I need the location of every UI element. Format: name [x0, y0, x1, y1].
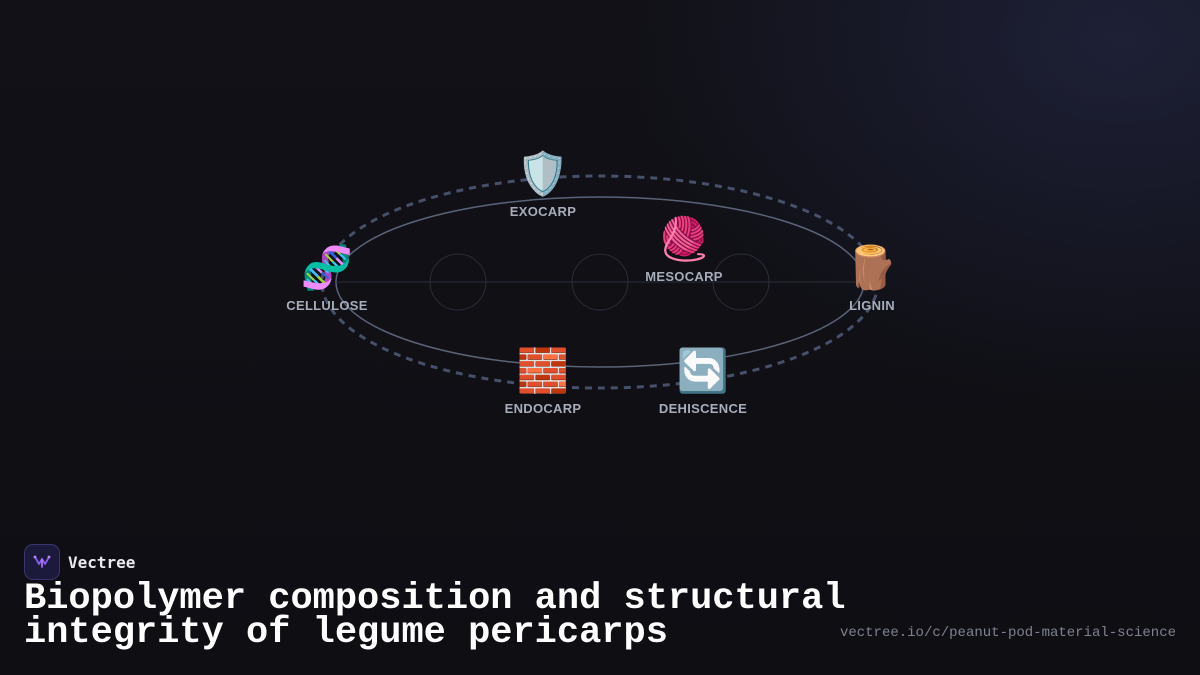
- page-title: Biopolymer composition and structural in…: [24, 578, 846, 654]
- node-label: LIGNIN: [849, 298, 895, 313]
- outer-dashed-ring: [320, 174, 880, 390]
- node-endocarp: 🧱 ENDOCARP: [473, 346, 613, 417]
- node-label: EXOCARP: [509, 204, 577, 219]
- node-lignin: 🪵 LIGNIN: [802, 243, 942, 314]
- shield-icon: 🛡️: [516, 149, 570, 198]
- node-label: CELLULOSE: [286, 298, 368, 313]
- vectree-logo-icon: [24, 544, 60, 580]
- node-dehiscence: 🔄 DEHISCENCE: [633, 346, 773, 417]
- axis-circle-center: [571, 253, 629, 311]
- brand: Vectree: [24, 544, 135, 580]
- yarn-ball-icon: 🧶: [657, 214, 711, 263]
- node-exocarp: 🛡️ EXOCARP: [473, 149, 613, 220]
- cycle-arrows-icon: 🔄: [676, 346, 730, 395]
- node-mesocarp: 🧶 MESOCARP: [614, 214, 754, 285]
- wood-log-icon: 🪵: [845, 243, 899, 292]
- brick-icon: 🧱: [516, 346, 570, 395]
- node-cellulose: 🧬 CELLULOSE: [257, 243, 397, 314]
- dna-icon: 🧬: [300, 243, 354, 292]
- node-label: DEHISCENCE: [658, 401, 748, 416]
- axis-circle-right: [712, 253, 770, 311]
- brand-name: Vectree: [68, 552, 136, 572]
- source-url[interactable]: vectree.io/c/peanut-pod-material-science: [839, 625, 1176, 641]
- node-label: ENDOCARP: [504, 401, 582, 416]
- axis-circle-left: [429, 253, 487, 311]
- node-label: MESOCARP: [645, 269, 723, 284]
